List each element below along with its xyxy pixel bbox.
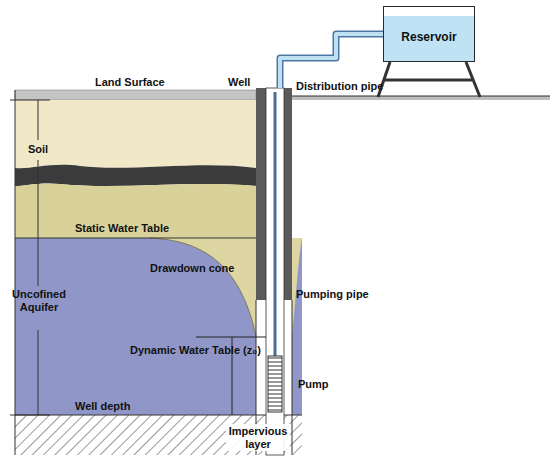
aquifer [15,238,256,415]
well-casing-right [284,88,292,300]
pump-body [268,356,282,412]
land-surface-band [15,90,256,100]
reservoir-stand [378,62,480,97]
part-label: Distribution pipe [296,80,383,93]
lower-soil-layer [15,183,256,238]
part-label: Pump [298,378,329,391]
distribution-pipe-inner [280,34,383,88]
well-shaft [266,88,284,455]
soil-bracket [38,100,39,140]
aquifer-bracket [38,330,39,415]
topsoil-layer [15,100,256,168]
dynamic-water-line [196,337,266,338]
part-label: Well [228,76,250,89]
distribution-pipe [280,34,383,88]
part-label: Uncofined Aquifer [12,288,66,313]
part-label: Drawdown cone [150,262,234,275]
part-label: Well depth [75,400,130,413]
section-edge [15,90,16,455]
bracket-tick [10,415,50,416]
bracket-tick [10,100,50,101]
part-label: Soil [28,143,48,156]
aquifer-bracket [38,238,39,286]
part-label: Dynamic Water Table (z₀) [130,344,261,357]
well-casing-left [256,88,266,300]
part-label: Static Water Table [75,222,169,235]
well-depth-line [15,415,302,416]
part-label: Impervious layer [226,424,290,451]
static-water-line [15,238,256,239]
pumping-pipe [274,92,277,356]
soil-bracket [38,160,39,238]
dark-soil-layer [15,165,256,186]
ground-surface [292,96,550,100]
cone-edge [150,238,256,336]
well-wall-right [292,300,293,455]
impervious-layer [15,415,302,455]
tank-label: Reservoir [384,30,474,44]
drawdown-cone [150,238,256,336]
drawdown-cone-right [292,238,302,334]
reservoir-tank: Reservoir [383,6,475,62]
part-label: Pumping pipe [296,288,369,301]
part-label: Land Surface [95,76,165,89]
ground-line [292,96,550,97]
